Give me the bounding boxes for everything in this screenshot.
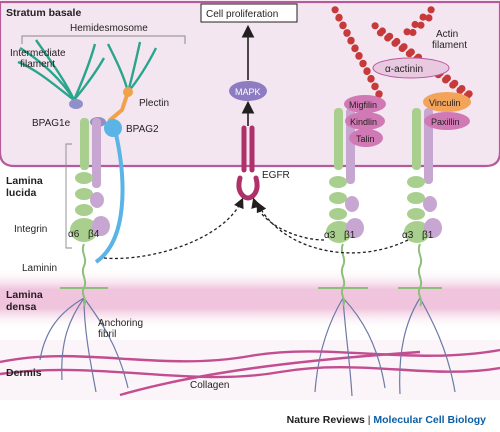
actin-subunit: [400, 43, 408, 51]
actin-subunit: [409, 28, 417, 37]
actin-filament-label-2: filament: [432, 40, 467, 51]
migfilin-label: Migfilin: [349, 100, 377, 110]
beta4-label: β4: [88, 229, 100, 240]
actin-subunit: [465, 90, 473, 98]
plectin-protein: [108, 90, 130, 122]
journal-section: Molecular Cell Biology: [373, 414, 486, 426]
integrin-label: Integrin: [14, 224, 47, 235]
laminin-left: [60, 243, 108, 307]
actin-subunit: [367, 74, 375, 83]
anchoring-fibril-label-1: Anchoring: [98, 318, 143, 329]
credit-separator: |: [364, 414, 374, 426]
hemidesmosome-bracket: [21, 35, 186, 44]
actin-subunit: [351, 44, 359, 52]
alpha-actinin-label: α-actinin: [385, 64, 423, 75]
bpag2-tail: [94, 133, 125, 264]
bpag1e-label: BPAG1e: [32, 118, 71, 129]
egfr-label: EGFR: [262, 170, 290, 181]
laminin-middle: [318, 243, 368, 307]
actin-subunit: [411, 20, 419, 29]
lamina-lucida-label-2: lucida: [6, 187, 37, 199]
bpag2-label: BPAG2: [126, 124, 159, 135]
actin-subunit: [393, 37, 401, 46]
actin-subunit: [427, 6, 435, 14]
bpag1e-protein: [69, 99, 83, 109]
bpag2-protein: [104, 119, 122, 137]
alpha3-right-label: α3: [402, 230, 414, 241]
beta1-right-label: β1: [422, 230, 434, 241]
actin-subunit: [371, 22, 379, 30]
stratum-basale-label: Stratum basale: [6, 7, 81, 19]
beta1-middle-label: β1: [344, 230, 356, 241]
actin-subunit: [343, 29, 351, 37]
actin-subunit: [451, 79, 459, 87]
talin-protein: [349, 129, 383, 147]
anchoring-fibrils: [39, 297, 456, 397]
intermediate-filament-label-2: filament: [20, 59, 55, 70]
lamina-densa-band: [0, 268, 500, 330]
actin-subunit: [375, 90, 383, 98]
actin-filament-label-1: Actin: [436, 29, 458, 40]
alpha6-label: α6: [68, 229, 80, 240]
kindlin-label: Kindlin: [350, 117, 377, 127]
collagen-label: Collagen: [190, 380, 229, 391]
actin-subunit: [335, 13, 343, 21]
migfilin-protein: [344, 95, 386, 113]
integrin-alpha6-beta4: [70, 118, 110, 242]
lamina-densa-label-1: Lamina: [6, 289, 43, 301]
actin-subunit: [403, 28, 411, 36]
actin-subunit: [359, 59, 367, 67]
actin-subunit: [407, 48, 415, 56]
actin-subunit: [347, 36, 355, 44]
actin-subunit: [458, 85, 466, 93]
hemidesmosome-label: Hemidesmosome: [70, 23, 148, 34]
laminin-right: [398, 243, 442, 307]
actin-subunit: [417, 21, 425, 29]
alpha3-middle-label: α3: [324, 230, 336, 241]
cell-proliferation-label: Cell proliferation: [206, 9, 278, 20]
paxillin-label: Paxillin: [431, 117, 460, 127]
cell-proliferation-box: [200, 3, 298, 23]
actin-subunit: [339, 21, 347, 29]
actin-subunit: [419, 13, 427, 21]
anchoring-fibril-label-2: fibril: [98, 329, 116, 340]
actin-subunit: [371, 82, 379, 90]
egfr-receptor: [236, 125, 260, 201]
actin-subunit: [425, 14, 433, 22]
actin-subunit: [355, 52, 363, 60]
intermediate-filament-label-1: Intermediate: [10, 48, 66, 59]
plectin-head: [123, 87, 133, 97]
lamina-lucida-bracket: [65, 143, 72, 249]
vinculin-protein: [423, 92, 471, 112]
actin-subunit: [378, 27, 386, 35]
actin-subunit: [443, 74, 451, 82]
signalling-arrows: [103, 197, 409, 260]
kindlin-protein: [345, 112, 385, 130]
collagen-fibres: [0, 348, 500, 397]
vinculin-label: Vinculin: [429, 98, 460, 108]
lamina-densa-label-2: densa: [6, 301, 37, 313]
mapk-label: MAPK: [235, 87, 261, 97]
dermis-label: Dermis: [6, 367, 42, 379]
lamina-lucida-label-1: Lamina: [6, 175, 43, 187]
plectin-label: Plectin: [139, 98, 169, 109]
talin-label: Talin: [356, 134, 375, 144]
actin-subunit: [363, 67, 371, 75]
actin-subunit: [331, 6, 339, 14]
laminin-label: Laminin: [22, 263, 57, 274]
actin-subunit: [386, 32, 394, 40]
mapk-protein: [229, 81, 267, 101]
journal-name: Nature Reviews: [286, 414, 365, 426]
alpha-actinin-protein: [372, 57, 450, 79]
journal-credit: Nature Reviews | Molecular Cell Biology: [287, 414, 486, 426]
paxillin-protein: [424, 112, 470, 130]
